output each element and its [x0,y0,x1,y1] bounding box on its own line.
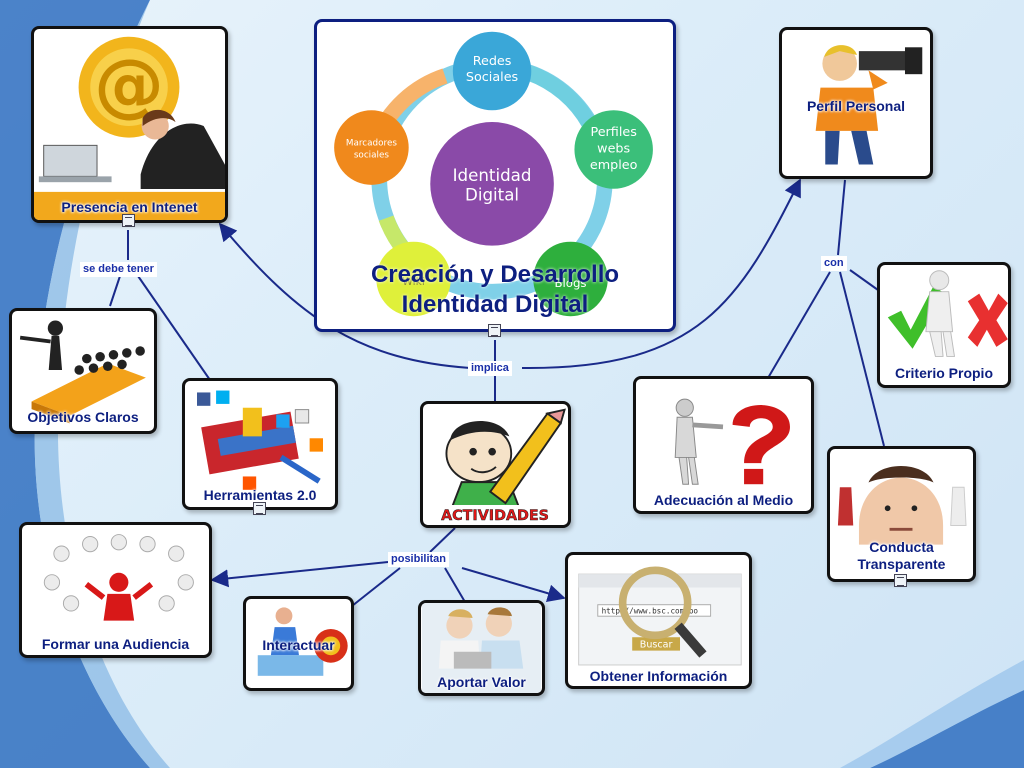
node-aportar-valor[interactable]: Aportar Valor [418,600,545,696]
caption-interactuar: Interactuar [262,637,335,653]
url-text: http://www.bsc.com.bo [602,606,699,615]
node-herramientas-2-0[interactable]: Herramientas 2.0 [182,378,338,510]
link-posibilitan-aportar [444,567,466,603]
link-perfil-con [837,179,846,256]
center-node-identidad-digital[interactable]: Redes Sociales Perfiles webs empleo Blog… [314,19,676,332]
resource-icon-herramientas[interactable] [253,502,266,515]
link-label-posibilitan: posibilitan [388,552,449,567]
link-posibilitan-obtener [461,567,566,603]
node-formar-una-audiencia[interactable]: Formar una Audiencia [19,522,212,658]
figure-question-mark-illustration [674,398,790,485]
ring-redes-line1: Redes [473,54,512,69]
ring-perfiles-line3: empleo [590,158,638,173]
link-actividades-posibilitan [429,527,456,553]
caption-herramientas: Herramientas 2.0 [203,487,317,503]
resource-icon-center[interactable] [488,324,501,337]
caption-adecuacion: Adecuación al Medio [653,492,794,508]
circle-of-figures-illustration [43,534,194,621]
link-implica-perfil [521,178,801,370]
caption-obtener: Obtener Información [589,668,728,684]
hub-line1: Identidad [453,166,532,185]
cartoon-pencil-illustration: ACTIVIDADES [423,408,568,525]
link-con-conducta [839,271,885,447]
node-perfil-personal[interactable]: Perfil Personal [779,27,933,179]
identity-cycle-diagram: Redes Sociales Perfiles webs empleo Blog… [334,31,653,317]
center-title-line2: Identidad Digital [401,291,589,318]
link-con-adecuacion [767,271,831,379]
link-con-criterio [849,269,879,291]
caption-aportar: Aportar Valor [437,674,526,690]
link-label-con: con [821,256,847,271]
caption-presencia: Presencia en Intenet [61,199,198,215]
toolbox-icons-illustration [197,390,323,490]
node-criterio-propio[interactable]: Criterio Propio [877,262,1011,388]
caption-objetivos: Objetivos Claros [27,409,139,425]
caption-audiencia: Formar una Audiencia [41,636,190,652]
children-laptop-illustration [421,603,542,693]
caption-perfil: Perfil Personal [806,98,906,114]
man-angel-devil-illustration [837,465,967,545]
caption-conducta-line2: Transparente [857,556,946,572]
ring-blogs: Blogs [554,276,586,290]
node-conducta-transparente[interactable]: Conducta Transparente [827,446,976,582]
center-title-line1: Creación y Desarrollo [370,261,620,288]
link-label-herramientas [137,275,211,381]
ring-marcadores-line2: sociales [354,150,390,160]
ring-redes-line2: Sociales [466,70,519,85]
woman-computer-illustration [257,607,348,676]
node-presencia-en-internet[interactable]: @ Presencia en Intenet [31,26,228,223]
actividades-label: ACTIVIDADES [441,508,549,524]
link-posibilitan-interactuar [351,567,401,607]
cameraman-illustration [815,45,923,165]
node-adecuacion-al-medio[interactable]: Adecuación al Medio [633,376,814,514]
hub-line2: Digital [465,186,519,205]
ring-perfiles-line1: Perfiles [590,125,637,140]
node-interactuar[interactable]: Interactuar [243,596,354,691]
node-actividades[interactable]: ACTIVIDADES [420,401,571,528]
caption-conducta-line1: Conducta [869,539,934,555]
link-label-se-debe-tener: se debe tener [80,262,157,277]
at-sign-laptop-illustration: @ [34,36,225,220]
buscar-label: Buscar [640,640,673,651]
check-figure-cross-illustration [887,270,1008,357]
node-objetivos-claros[interactable]: Objetivos Claros [9,308,157,434]
resource-icon-conducta[interactable] [894,574,907,587]
ring-perfiles-line2: webs [597,141,630,156]
browser-magnifier-illustration: http://www.bsc.com.bo Buscar [578,566,742,666]
ring-marcadores-line1: Marcadores [346,139,398,149]
resource-icon-presencia[interactable] [122,214,135,227]
link-label-objetivos [109,275,121,307]
ring-wiki: Wiki [402,275,425,288]
caption-criterio: Criterio Propio [894,365,993,381]
node-obtener-informacion[interactable]: http://www.bsc.com.bo Buscar Obtener Inf… [565,552,752,689]
figures-target-illustration [19,320,146,424]
link-label-implica: implica [468,361,512,376]
link-posibilitan-audiencia [210,561,389,588]
